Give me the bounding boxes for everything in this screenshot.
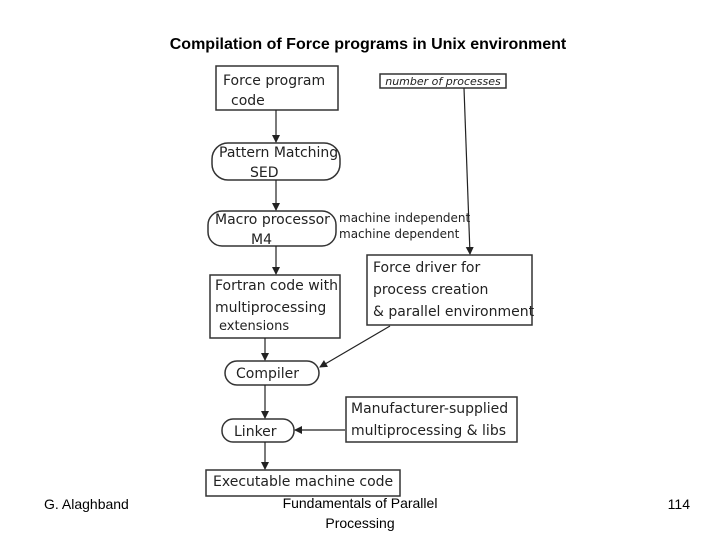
force-driver-line1: Force driver for [373,260,480,276]
linker-label: Linker [234,424,277,440]
executable-node: Executable machine code [205,469,401,497]
macro-processor-line1: Macro processor [215,212,330,228]
manufacturer-libs-node: Manufacturer-supplied multiprocessing & … [345,396,518,443]
pattern-matching-line2: SED [250,165,279,181]
macro-processor-node: Macro processor M4 [207,210,337,248]
force-program-line2: code [231,93,265,109]
pattern-matching-line1: Pattern Matching [219,145,338,161]
macro-processor-line2: M4 [251,232,272,248]
manufacturer-libs-line1: Manufacturer-supplied [351,401,508,417]
executable-label: Executable machine code [213,474,393,490]
num-processes-label: number of processes [385,75,501,88]
force-program-node: Force program code [215,65,339,111]
page-title: Compilation of Force programs in Unix en… [169,36,567,53]
arrow-numproc-to-driver [463,87,474,255]
force-driver-node: Force driver for process creation & para… [366,254,535,326]
fortran-line2: multiprocessing [215,300,326,316]
footer-author: G. Alaghband [44,496,129,512]
force-driver-line2: process creation [373,282,488,298]
manufacturer-libs-line2: multiprocessing & libs [351,423,506,439]
fortran-code-node: Fortran code with multiprocessing extens… [209,274,341,339]
compiler-label: Compiler [236,366,299,382]
force-program-line1: Force program [223,73,325,89]
macro-note-line1: machine independent [339,211,471,225]
footer-page-number: 114 [667,496,690,512]
compiler-node: Compiler [224,360,320,386]
fortran-line1: Fortran code with [215,278,338,294]
arrow-driver-to-compiler [319,325,391,368]
fortran-line3: extensions [219,319,289,334]
footer-course-line2: Processing [325,515,395,531]
force-driver-line3: & parallel environment [373,304,535,320]
num-processes-node: number of processes [379,73,507,89]
macro-note-line2: machine dependent [339,227,460,241]
pattern-matching-node: Pattern Matching SED [211,142,341,181]
footer-course: Fundamentals of Parallel Processing [270,493,450,533]
footer-course-line1: Fundamentals of Parallel [282,495,438,511]
linker-node: Linker [221,418,295,443]
